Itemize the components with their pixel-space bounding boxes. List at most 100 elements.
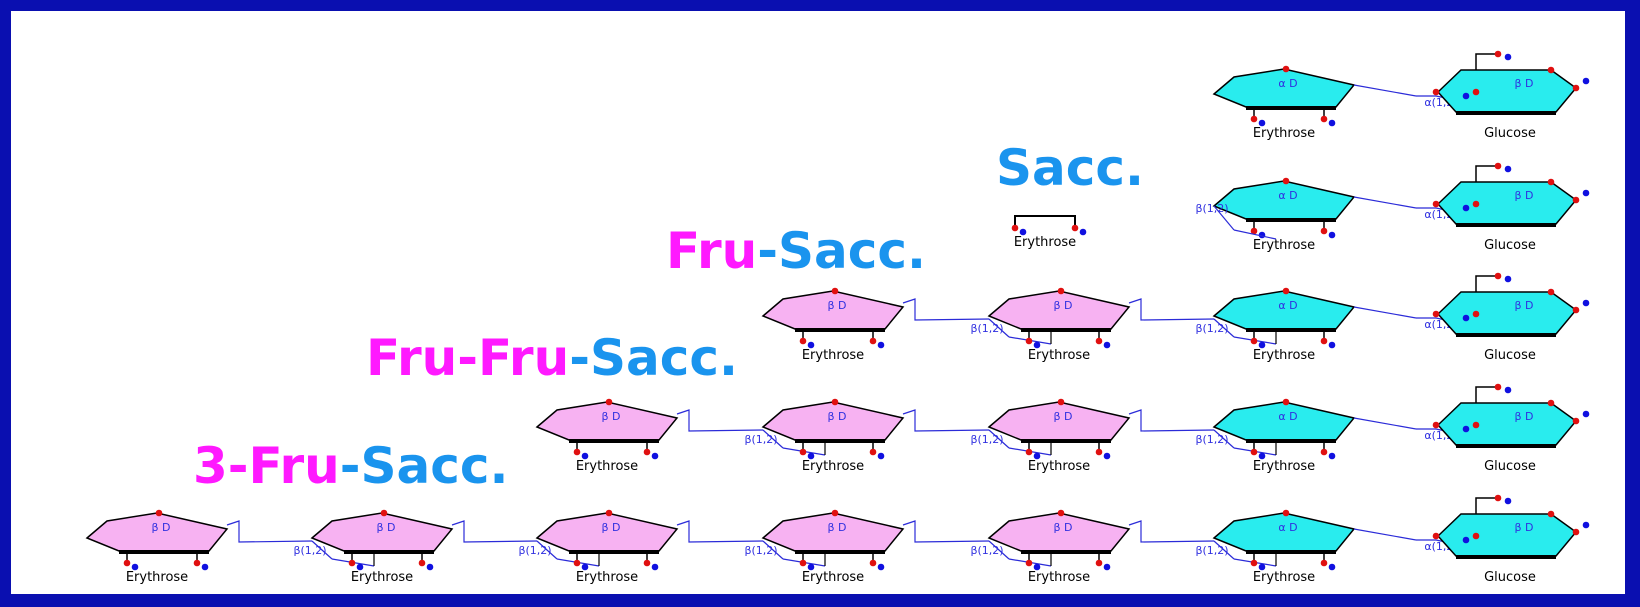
atom-dot: [1472, 532, 1480, 540]
linkage-label: β(1,2): [1195, 544, 1228, 557]
atom-dot: [1328, 341, 1336, 349]
atom-dot: [877, 452, 885, 460]
ring-anomer-label: β D: [1515, 299, 1534, 312]
linkage-line: [988, 318, 1010, 338]
title-dash-part: -: [757, 222, 778, 280]
ring-anomer-label: β D: [828, 299, 847, 312]
ring-body: [1436, 291, 1578, 335]
atom-dot: [1494, 50, 1502, 58]
atom-dot: [1033, 563, 1041, 571]
atom-dot: [1462, 425, 1470, 433]
atom-dot: [1582, 299, 1590, 307]
atom-dot: [1547, 399, 1555, 407]
atom-dot: [1057, 398, 1065, 406]
linkage-label: β(1,2): [744, 433, 777, 446]
atom-dot: [1057, 287, 1065, 295]
atom-dot: [356, 563, 364, 571]
atom-dot: [1095, 448, 1103, 456]
atom-dot: [1328, 231, 1336, 239]
ch2oh-bond: [1475, 275, 1498, 292]
title-fru-part: Fru: [666, 222, 758, 280]
atom-dot: [581, 452, 589, 460]
ring-anomer-label: β D: [828, 521, 847, 534]
atom-dot: [1079, 228, 1087, 236]
title-sacc-part: Sacc.: [777, 222, 927, 280]
atom-dot: [869, 448, 877, 456]
atom-dot: [605, 509, 613, 517]
linkage-line: [902, 409, 990, 432]
linkage-line: [451, 520, 538, 543]
atom-dot: [799, 337, 807, 345]
erythrose-label: Erythrose: [576, 570, 638, 585]
atom-dot: [1282, 287, 1290, 295]
atom-dot: [1025, 559, 1033, 567]
beta-link-stub: β(1,2): [1195, 202, 1277, 240]
linkage-line: [988, 540, 1010, 560]
ch2oh-bond: [1475, 165, 1498, 182]
linkage-line: [1213, 429, 1235, 449]
atom-dot: [807, 563, 815, 571]
linkage-line: [1353, 84, 1417, 97]
atom-dot: [348, 559, 356, 567]
linkage-line: [311, 540, 333, 560]
ring-anomer-label: α D: [1278, 189, 1297, 202]
atom-dot: [193, 559, 201, 567]
atom-dot: [418, 559, 426, 567]
linkage-line: [1353, 528, 1417, 541]
erythrose-fragment: Erythrose: [1011, 215, 1087, 250]
ring-body: [1436, 402, 1578, 446]
glycosidic-linkage: β(1,2): [902, 520, 1052, 567]
linkage-line: [1128, 520, 1215, 543]
glycosidic-linkage: β(1,2): [676, 409, 826, 456]
ring-anomer-label: β D: [1515, 189, 1534, 202]
title-sacc-part: Sacc.: [360, 437, 509, 495]
erythrose-label: Erythrose: [351, 570, 413, 585]
ring-anomer-label: α D: [1278, 410, 1297, 423]
atom-dot: [651, 452, 659, 460]
ring-anomer-label: β D: [152, 521, 171, 534]
linkage-label: β(1,2): [1195, 322, 1228, 335]
title-sacc-part: Sacc.: [996, 139, 1145, 197]
atom-dot: [1011, 224, 1019, 232]
atom-dot: [1572, 196, 1580, 204]
atom-dot: [1025, 337, 1033, 345]
linkage-line: [1213, 540, 1235, 560]
atom-dot: [1258, 452, 1266, 460]
linkage-line: [1353, 417, 1417, 430]
linkage-label: β(1,2): [1195, 433, 1228, 446]
linkage-line: [1213, 205, 1235, 231]
atom-dot: [799, 448, 807, 456]
atom-dot: [573, 448, 581, 456]
atom-dot: [1582, 189, 1590, 197]
glycosidic-linkage: β(1,2): [1128, 409, 1277, 456]
linkage-line: [1353, 196, 1417, 209]
title-sacc: Sacc.: [996, 143, 1144, 193]
atom-dot: [1494, 162, 1502, 170]
erythrose-label: Erythrose: [1253, 126, 1315, 141]
atom-dot: [1250, 115, 1258, 123]
ring-anomer-label: α D: [1278, 299, 1297, 312]
linkage-label: β(1,2): [970, 433, 1003, 446]
atom-dot: [1547, 178, 1555, 186]
linkage-line: [1128, 409, 1215, 432]
title-dash-part: -: [569, 329, 590, 387]
atom-dot: [877, 563, 885, 571]
atom-dot: [1103, 341, 1111, 349]
atom-dot: [123, 559, 131, 567]
title-fru-part: Fru-Fru: [366, 329, 570, 387]
linkage-line: [676, 409, 764, 432]
atom-dot: [426, 563, 434, 571]
ring-body: [1436, 181, 1578, 225]
